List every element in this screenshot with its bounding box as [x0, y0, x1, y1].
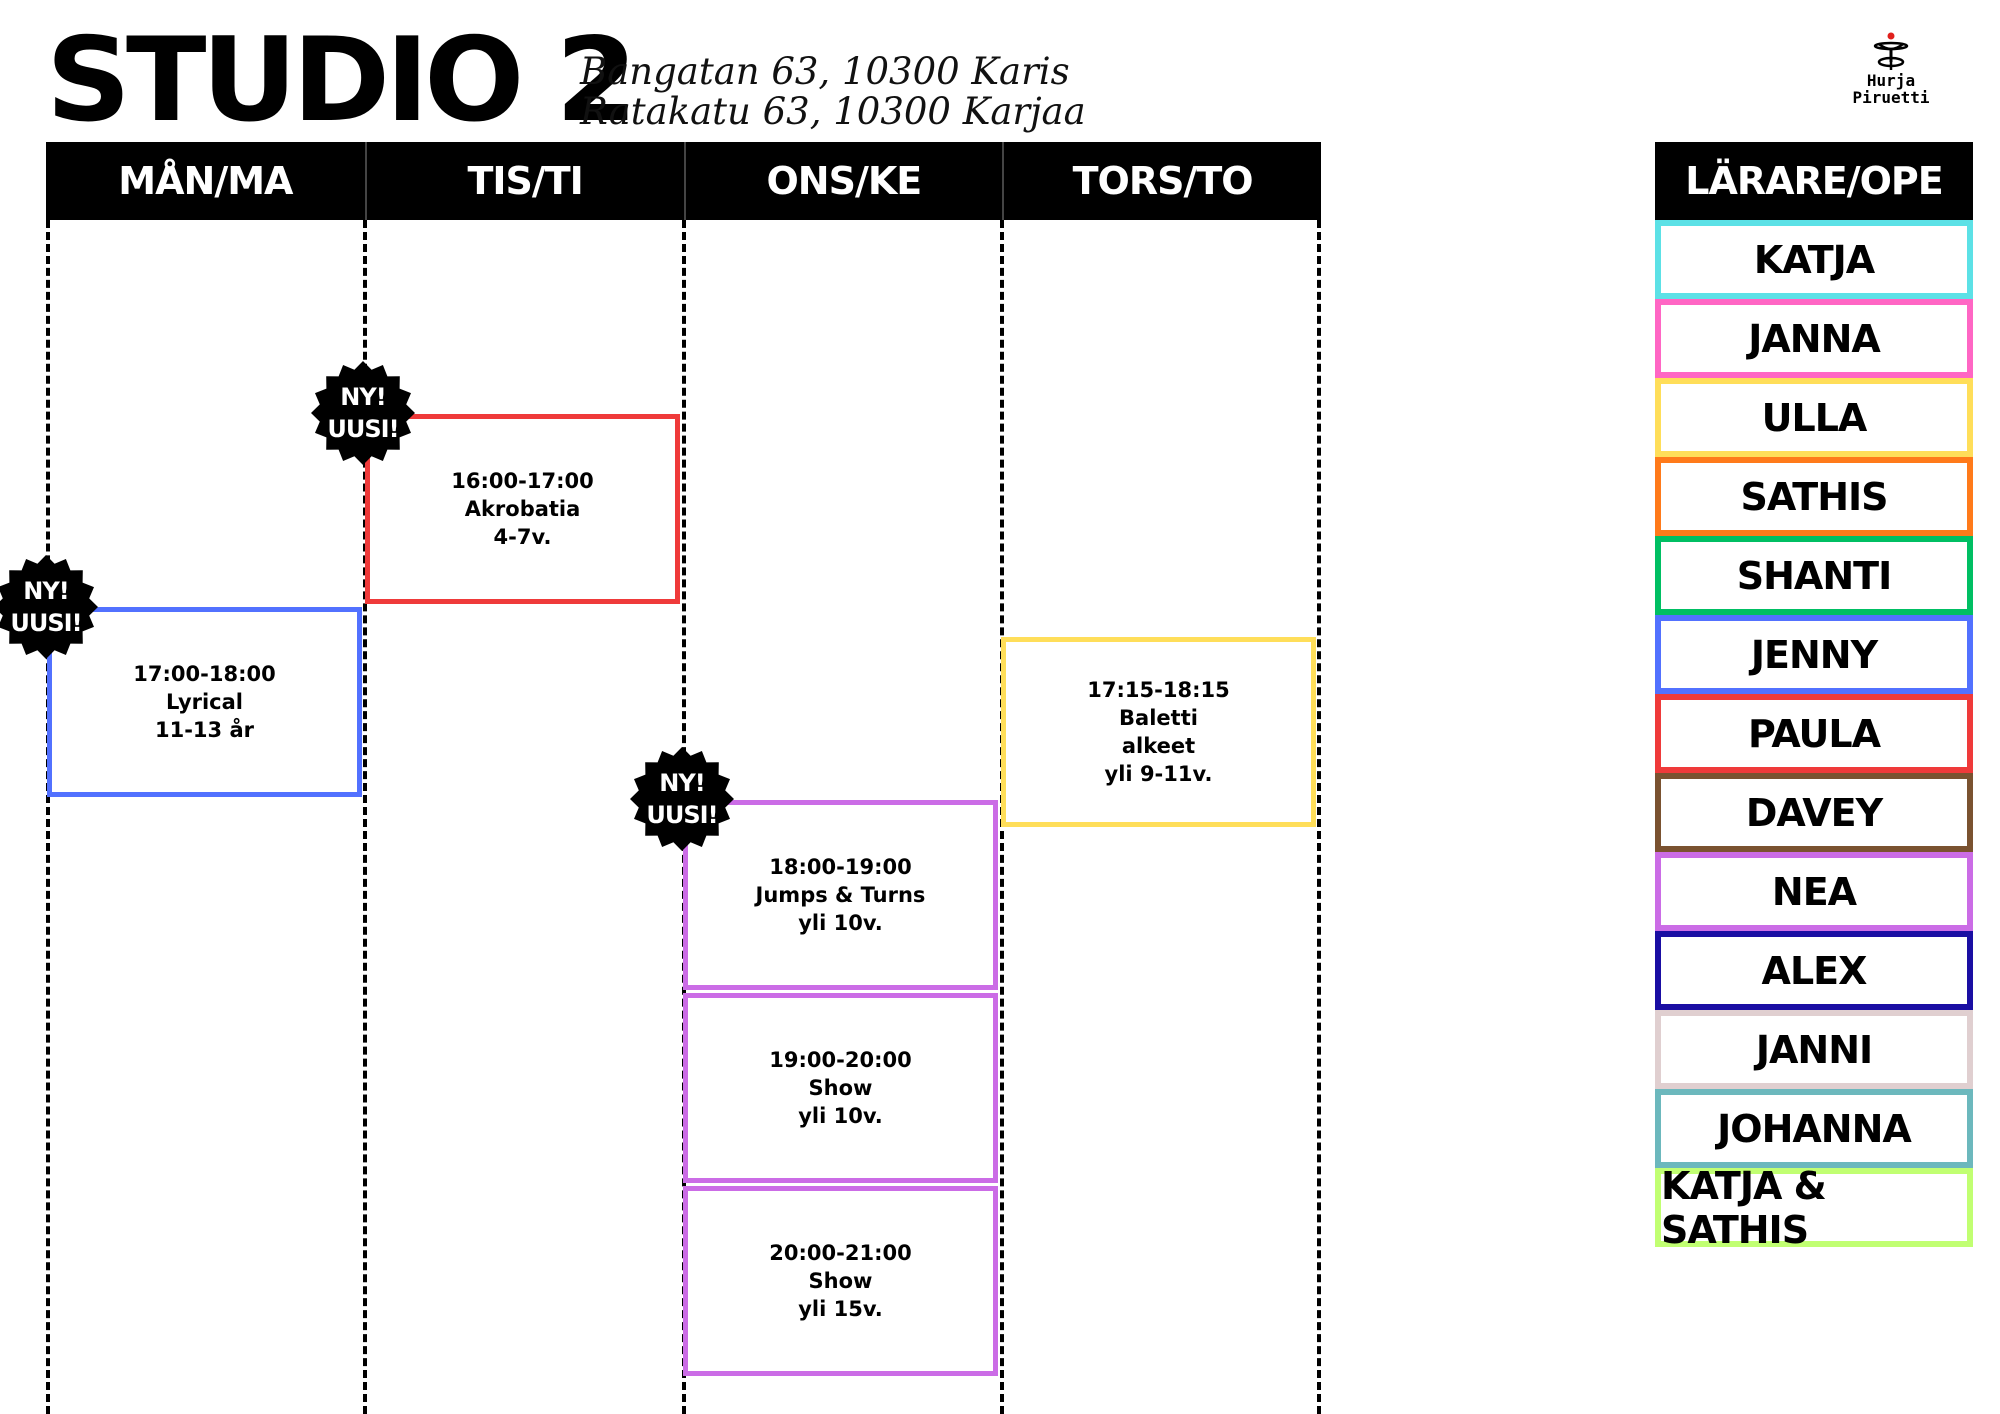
logo-text-line2: Piruetti: [1852, 88, 1930, 107]
class-time: 20:00-21:00: [769, 1241, 912, 1265]
class-age: yli 10v.: [798, 911, 883, 935]
badge-line2: UUSI!: [327, 415, 399, 443]
new-badge: NY! UUSI!: [630, 747, 734, 851]
class-show-20[interactable]: 20:00-21:00 Show yli 15v.: [683, 1186, 998, 1376]
class-age: 4-7v.: [493, 525, 552, 549]
day-wednesday: ONS/KE: [683, 142, 1003, 220]
class-name-2: alkeet: [1121, 734, 1196, 758]
address-swedish: Bangatan 63, 10300 Karis: [580, 50, 1070, 93]
column-divider: [1317, 220, 1321, 1414]
class-age: yli 15v.: [798, 1297, 883, 1321]
class-akrobatia[interactable]: 16:00-17:00 Akrobatia 4-7v.: [365, 414, 680, 604]
teacher-sathis: SATHIS: [1655, 457, 1973, 536]
studio-title: STUDIO 2: [46, 12, 638, 148]
class-time: 17:15-18:15: [1087, 678, 1230, 702]
class-age: yli 10v.: [798, 1104, 883, 1128]
class-name: Akrobatia: [464, 497, 581, 521]
badge-line1: NY!: [340, 383, 386, 411]
new-badge: NY! UUSI!: [0, 555, 98, 659]
starburst-icon: [311, 361, 415, 465]
day-monday: MÅN/MA: [118, 159, 293, 203]
badge-line1: NY!: [23, 577, 69, 605]
class-show-19[interactable]: 19:00-20:00 Show yli 10v.: [683, 993, 998, 1183]
teacher-legend-title: LÄRARE/OPE: [1655, 142, 1973, 220]
teacher-shanti: SHANTI: [1655, 536, 1973, 615]
column-divider: [46, 220, 50, 1414]
new-badge: NY! UUSI!: [311, 361, 415, 465]
dancer-icon: [1873, 32, 1909, 70]
class-time: 17:00-18:00: [133, 662, 276, 686]
starburst-icon: [630, 747, 734, 851]
teacher-jenny: JENNY: [1655, 615, 1973, 694]
teacher-davey: DAVEY: [1655, 773, 1973, 852]
teacher-ulla: ULLA: [1655, 378, 1973, 457]
badge-line1: NY!: [659, 769, 705, 797]
teacher-janna: JANNA: [1655, 299, 1973, 378]
teacher-johanna: JOHANNA: [1655, 1089, 1973, 1168]
class-baletti[interactable]: 17:15-18:15 Baletti alkeet yli 9-11v.: [1001, 637, 1316, 827]
teacher-legend: KATJA JANNA ULLA SATHIS SHANTI JENNY PAU…: [1655, 220, 1973, 1252]
badge-line2: UUSI!: [10, 609, 82, 637]
badge-line2: UUSI!: [646, 801, 718, 829]
teacher-paula: PAULA: [1655, 694, 1973, 773]
teacher-nea: NEA: [1655, 852, 1973, 931]
teacher-katja: KATJA: [1655, 220, 1973, 299]
day-tuesday: TIS/TI: [364, 142, 684, 220]
teacher-janni: JANNI: [1655, 1010, 1973, 1089]
class-name: Jumps & Turns: [755, 883, 926, 907]
starburst-icon: [0, 555, 98, 659]
class-name: Baletti: [1119, 706, 1198, 730]
class-name: Show: [808, 1269, 873, 1293]
address-finnish: Ratakatu 63, 10300 Karjaa: [580, 90, 1086, 133]
class-age: yli 9-11v.: [1104, 762, 1213, 786]
class-name: Lyrical: [165, 690, 244, 714]
weekday-header: MÅN/MA TIS/TI ONS/KE TORS/TO: [46, 142, 1321, 220]
class-jumps-turns[interactable]: 18:00-19:00 Jumps & Turns yli 10v.: [683, 800, 998, 990]
logo-text-line1: Hurja: [1866, 71, 1916, 90]
column-divider: [363, 220, 367, 1414]
class-age: 11-13 år: [154, 718, 254, 742]
class-lyrical[interactable]: 17:00-18:00 Lyrical 11-13 år: [47, 607, 362, 797]
studio-address: Bangatan 63, 10300 Karis Ratakatu 63, 10…: [580, 52, 1086, 132]
class-time: 19:00-20:00: [769, 1048, 912, 1072]
class-time: 16:00-17:00: [451, 469, 594, 493]
hurja-piruetti-logo: Hurja Piruetti: [1846, 32, 1936, 106]
day-thursday: TORS/TO: [1002, 142, 1321, 220]
teacher-katja-sathis: KATJA & SATHIS: [1655, 1164, 1973, 1252]
class-name: Show: [808, 1076, 873, 1100]
class-time: 18:00-19:00: [769, 855, 912, 879]
teacher-alex: ALEX: [1655, 931, 1973, 1010]
